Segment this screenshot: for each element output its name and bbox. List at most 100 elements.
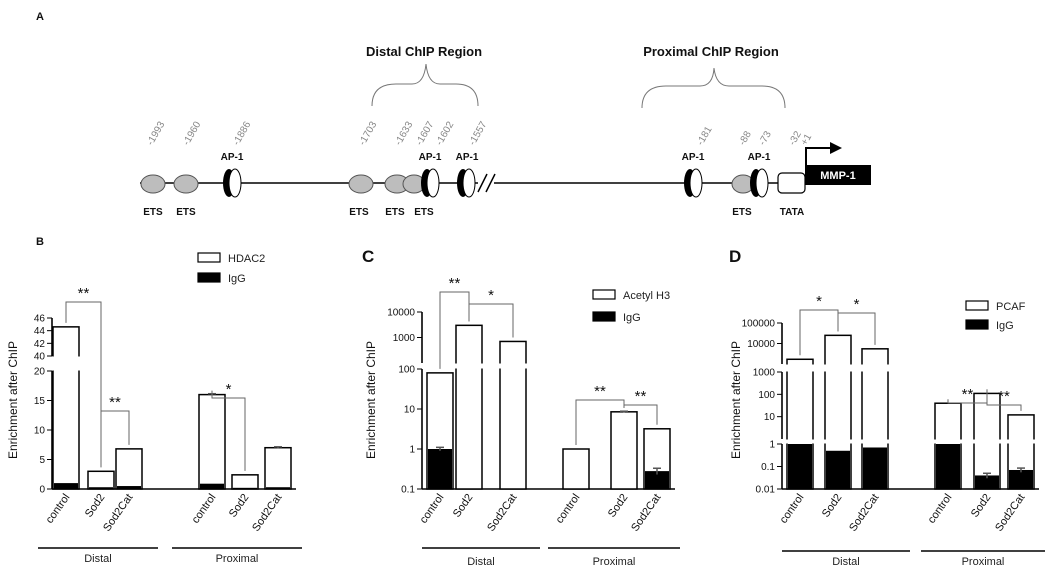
bar-hdac2: [231, 474, 259, 490]
category-label: Sod2: [820, 492, 845, 520]
position-label: +1: [799, 132, 814, 148]
category-label: Sod2Cat: [993, 492, 1027, 534]
legend-swatch: [197, 252, 221, 263]
category-label: Sod2: [969, 492, 994, 520]
y-tick-label: 10: [34, 426, 46, 437]
y-tick-label: 20: [34, 367, 46, 378]
group-label: Distal: [832, 556, 860, 568]
ap1-site: [684, 168, 703, 198]
axis-break-gap: [824, 439, 852, 444]
panel-d: D 0.010.1110100100010000100000Enrichment…: [729, 247, 1045, 568]
mmp1-gene-box: [805, 165, 871, 185]
significance-label: *: [226, 381, 232, 398]
tata-box: [777, 172, 806, 194]
bar-igg: [826, 450, 850, 489]
bar-hdac2: [87, 470, 115, 490]
category-label: control: [418, 492, 447, 526]
bar-acetyl-h3: [610, 411, 638, 490]
y-tick-label: 40: [34, 352, 46, 363]
category-label: Sod2: [606, 492, 631, 520]
line-break-mark: [477, 173, 488, 193]
legend-label: IgG: [623, 312, 641, 324]
y-tick-label: 10000: [387, 308, 415, 319]
y-tick-label: 15: [34, 396, 46, 407]
position-label: -1960: [181, 119, 204, 147]
ap1-site: [750, 168, 769, 198]
panel-letter-b: B: [36, 236, 44, 248]
y-tick-label: 0: [39, 485, 45, 496]
distal-region-brace: [371, 63, 479, 107]
ap1-label: AP-1: [748, 152, 771, 163]
y-axis-title: Enrichment after ChIP: [6, 341, 20, 459]
category-label: control: [926, 492, 955, 526]
axis-break-gap: [786, 364, 814, 372]
ets-label: ETS: [349, 207, 369, 218]
bar-acetyl-h3: [562, 448, 590, 490]
significance-bracket: [100, 410, 130, 468]
bar-hdac2: [115, 448, 143, 490]
legend-swatch: [592, 311, 616, 322]
panel-letter-a: A: [36, 11, 44, 23]
legend-label: IgG: [228, 273, 246, 285]
position-label: -181: [695, 124, 715, 147]
bar-igg: [89, 487, 113, 489]
significance-bracket: [837, 312, 876, 345]
significance-label: **: [594, 383, 606, 400]
group-label: Proximal: [962, 556, 1005, 568]
category-label: Sod2Cat: [250, 492, 284, 534]
y-tick-label: 100: [758, 390, 775, 401]
ets-label: ETS: [176, 207, 196, 218]
bar-igg: [863, 447, 887, 489]
bar-igg: [233, 487, 257, 489]
y-tick-label: 1: [409, 445, 415, 456]
bar-acetyl-h3: [455, 324, 483, 490]
panel-a: A Distal ChIP Region Proximal ChIP Regio…: [36, 11, 871, 218]
significance-label: *: [816, 293, 822, 310]
significance-label: *: [854, 296, 860, 313]
significance-bracket: [623, 404, 658, 425]
proximal-region-label: Proximal ChIP Region: [643, 44, 779, 59]
category-label: control: [190, 492, 219, 526]
position-label: -1557: [467, 119, 490, 147]
y-tick-label: 0.01: [756, 485, 776, 496]
ap1-label: AP-1: [456, 152, 479, 163]
bar-hdac2: [264, 446, 292, 490]
significance-bracket: [65, 301, 102, 468]
ap1-site: [457, 168, 476, 198]
category-label: Sod2: [83, 492, 108, 520]
category-label: control: [778, 492, 807, 526]
panel-letter-c: C: [362, 247, 374, 266]
ap1-label: AP-1: [419, 152, 442, 163]
ap1-site: [223, 168, 242, 198]
y-tick-label: 5: [39, 455, 45, 466]
axis-break-gap: [861, 439, 889, 444]
ap1-site: [421, 168, 440, 198]
position-label: -1607: [414, 119, 437, 147]
axis-break-gap: [824, 364, 852, 372]
bar-igg: [1009, 469, 1033, 489]
bar-hdac2: [52, 326, 80, 490]
y-axis-title: Enrichment after ChIP: [729, 341, 743, 459]
significance-bracket: [986, 389, 1022, 411]
ets-site: [348, 174, 374, 194]
bar-hdac2: [198, 393, 226, 490]
distal-region-label: Distal ChIP Region: [366, 44, 482, 59]
y-tick-label: 0.1: [761, 462, 775, 473]
ap1-label: AP-1: [682, 152, 705, 163]
position-label: -73: [757, 129, 774, 147]
proximal-region-brace: [641, 67, 786, 109]
y-axis-title: Enrichment after ChIP: [364, 341, 378, 459]
legend-label: IgG: [996, 320, 1014, 332]
group-label: Proximal: [216, 553, 259, 565]
axis-break-gap: [973, 439, 1001, 444]
arrowhead-icon: [830, 142, 842, 154]
category-label: control: [44, 492, 73, 526]
significance-bracket: [575, 399, 625, 445]
significance-label: **: [109, 394, 121, 411]
y-tick-label: 100000: [742, 319, 776, 330]
group-label: Distal: [84, 553, 112, 565]
y-tick-label: 10: [404, 405, 416, 416]
